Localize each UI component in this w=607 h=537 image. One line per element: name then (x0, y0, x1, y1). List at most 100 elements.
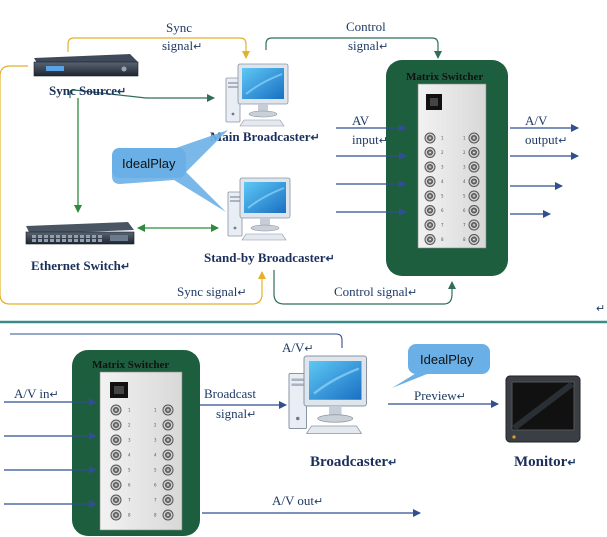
idealplay-bubble-top (112, 130, 228, 212)
matrix-top-input-port-number: 5 (441, 194, 444, 199)
matrix-top-output-port-number: 2 (463, 150, 466, 155)
monitor-label: Monitor↵ (514, 454, 577, 470)
av-in-arrows-bottom (4, 398, 97, 508)
matrix-bottom-output-port-5 (162, 464, 174, 476)
preview-label: Preview↵ (414, 388, 466, 403)
av-input-label-2: input↵ (352, 132, 388, 147)
matrix-top-input-port-number: 6 (441, 208, 444, 213)
matrix-top-input-port-3 (424, 161, 436, 173)
matrix-bottom-output-port-4 (162, 449, 174, 461)
matrix-top-output-port-6 (468, 205, 480, 216)
matrix-bottom-output-port-number: 8 (154, 513, 157, 518)
matrix-switcher-bottom-label: Matrix Switcher (92, 359, 169, 371)
av-input-label: AV (352, 113, 370, 128)
matrix-top-input-port-number: 8 (441, 237, 444, 242)
matrix-top-input-port-7 (424, 219, 436, 231)
broadcast-signal-label-2: signal↵ (216, 406, 256, 421)
av-output-arrows-top (510, 124, 579, 218)
matrix-top-output-port-4 (468, 176, 480, 187)
matrix-top-output-port-number: 4 (463, 179, 466, 184)
matrix-bottom-output-port-1 (162, 404, 174, 416)
standby-broadcaster-computer (227, 177, 291, 241)
monitor-device (505, 375, 581, 443)
matrix-bottom-input-port-number: 5 (128, 468, 131, 473)
main-broadcaster-computer (225, 63, 289, 127)
matrix-bottom-input-port-5 (110, 464, 122, 476)
av-input-arrows-top (336, 124, 407, 216)
av-top-label: A/V↵ (282, 340, 314, 355)
ethernet-switch-device (25, 222, 135, 245)
av-in-label: A/V in↵ (14, 386, 59, 401)
main-broadcaster-label: Main Broadcaster↵ (210, 129, 320, 144)
matrix-top-input-port-number: 2 (441, 150, 444, 155)
matrix-top-output-port-number: 7 (463, 223, 466, 228)
matrix-top-input-port-1 (424, 132, 436, 144)
sync-signal-bottom-label: Sync signal↵ (177, 284, 247, 299)
matrix-top-input-port-number: 4 (441, 179, 444, 184)
ethernet-switch-label: Ethernet Switch↵ (31, 258, 130, 273)
sync-line-top (67, 37, 250, 59)
av-output-label: A/V (525, 113, 548, 128)
matrix-bottom-output-port-7 (162, 494, 174, 506)
matrix-top-output-port-8 (468, 234, 480, 245)
matrix-top-input-port-number: 1 (441, 136, 444, 141)
matrix-bottom-input-port-7 (110, 494, 122, 506)
matrix-bottom-input-port-1 (110, 404, 122, 416)
matrix-bottom-input-port-6 (110, 479, 122, 491)
matrix-switcher-top-label: Matrix Switcher (406, 71, 483, 83)
matrix-top-input-port-6 (424, 205, 436, 216)
matrix-top-output-port-number: 3 (463, 165, 466, 170)
av-loop-line (10, 333, 343, 348)
broadcaster-label: Broadcaster↵ (310, 454, 397, 470)
control-line-top (265, 37, 442, 59)
matrix-bottom-input-port-number: 7 (128, 498, 131, 503)
control-signal-bottom-label: Control signal↵ (334, 284, 417, 299)
matrix-top-input-port-number: 3 (441, 165, 444, 170)
matrix-bottom-output-port-8 (162, 509, 174, 521)
matrix-bottom-output-port-number: 6 (154, 483, 157, 488)
standby-broadcaster-label: Stand-by Broadcaster↵ (204, 250, 335, 265)
broadcaster-computer (287, 354, 368, 435)
matrix-bottom-output-port-6 (162, 479, 174, 491)
matrix-top-output-port-7 (468, 219, 480, 231)
matrix-top-output-port-2 (468, 147, 480, 158)
matrix-top-input-port-8 (424, 234, 436, 245)
matrix-top-output-port-1 (468, 132, 480, 144)
matrix-bottom-input-port-2 (110, 419, 122, 431)
broadcast-signal-label: Broadcast (204, 386, 256, 401)
matrix-bottom-input-port-number: 4 (128, 453, 131, 458)
matrix-top-input-port-5 (424, 190, 436, 202)
sync-source-device (33, 54, 139, 77)
matrix-bottom-input-port-number: 1 (128, 408, 131, 413)
matrix-bottom-output-port-number: 5 (154, 468, 157, 473)
matrix-bottom-input-port-number: 8 (128, 513, 131, 518)
control-signal-top-label: Control (346, 19, 386, 34)
av-output-label-2: output↵ (525, 132, 567, 147)
matrix-bottom-output-port-number: 4 (154, 453, 157, 458)
matrix-bottom-output-port-3 (162, 434, 174, 446)
matrix-top-output-port-number: 5 (463, 194, 466, 199)
matrix-bottom-output-port-2 (162, 419, 174, 431)
sync-signal-top-label-2: signal↵ (162, 38, 202, 53)
idealplay-label-top: IdealPlay (122, 156, 176, 171)
matrix-bottom-input-port-number: 6 (128, 483, 131, 488)
matrix-top-input-port-2 (424, 147, 436, 158)
matrix-top-output-port-3 (468, 161, 480, 173)
matrix-bottom-output-port-number: 1 (154, 408, 157, 413)
matrix-top-output-port-number: 1 (463, 136, 466, 141)
matrix-bottom-input-port-8 (110, 509, 122, 521)
matrix-bottom-output-port-number: 7 (154, 498, 157, 503)
matrix-bottom-input-port-4 (110, 449, 122, 461)
control-line-bottom (273, 270, 456, 305)
sync-to-main-arrow (69, 89, 215, 102)
matrix-top-output-port-number: 6 (463, 208, 466, 213)
sync-source-label: Sync Source↵ (49, 83, 126, 98)
matrix-top-output-port-5 (468, 190, 480, 202)
sync-line-left-loop (0, 65, 266, 305)
matrix-bottom-output-port-number: 2 (154, 423, 157, 428)
